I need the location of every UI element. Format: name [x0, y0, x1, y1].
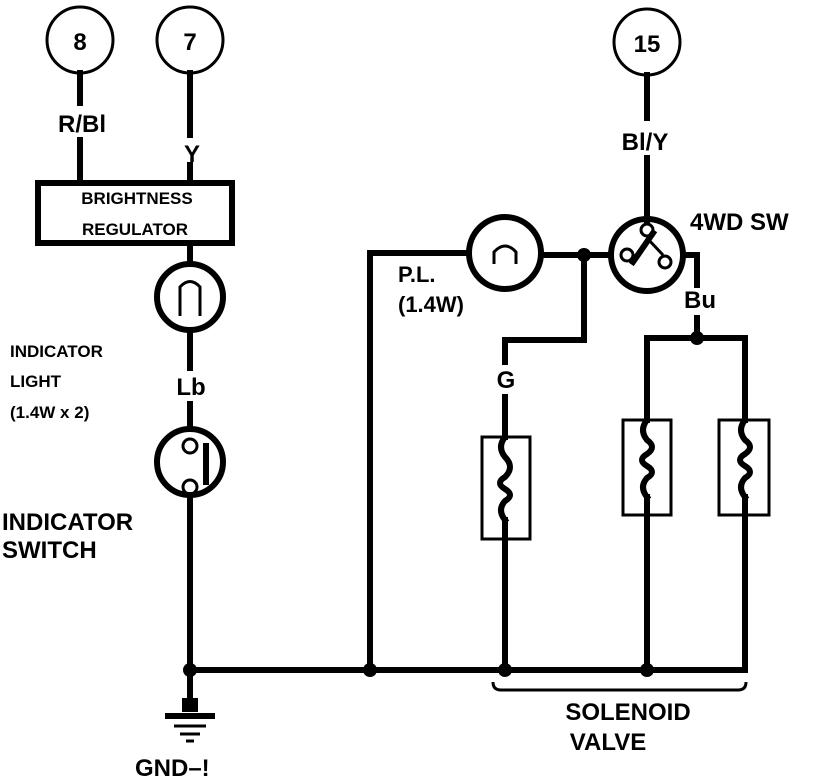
- brightness-regulator-line2: REGULATOR: [82, 220, 188, 239]
- pilot-light-bulb: [466, 214, 544, 292]
- indicator-switch: [154, 426, 226, 498]
- four-wd-switch-label: 4WD SW: [690, 209, 789, 236]
- wire-label-bl-y: Bl/Y: [622, 129, 669, 156]
- indicator-light-label-line3: (1.4W x 2): [10, 403, 89, 422]
- wire-label-bu: Bu: [684, 287, 716, 314]
- solenoid-valve-label-line2: VALVE: [570, 729, 646, 756]
- connector-7-label: 7: [183, 29, 196, 56]
- connector-8: 8: [45, 5, 115, 75]
- brightness-regulator: BRIGHTNESS REGULATOR: [35, 180, 235, 246]
- connector-8-label: 8: [73, 29, 86, 56]
- connector-15: 15: [612, 7, 682, 77]
- indicator-switch-label-line2: SWITCH: [2, 537, 97, 564]
- connector-7: 7: [155, 5, 225, 75]
- solenoid-valve-label-line1: SOLENOID: [565, 699, 690, 726]
- wire-g-upper: [502, 252, 587, 365]
- wire-bu-upper: [680, 252, 700, 288]
- brightness-regulator-line1: BRIGHTNESS: [81, 189, 192, 208]
- indicator-light-label-line2: LIGHT: [10, 372, 62, 391]
- junction-node: [690, 331, 704, 345]
- wire-label-lb: Lb: [176, 374, 205, 401]
- ground-label: GND–!: [135, 755, 210, 780]
- solenoid-valve-bracket: [491, 681, 748, 692]
- wire-label-r-bl: R/Bl: [58, 111, 106, 138]
- junction-node: [183, 663, 197, 677]
- pilot-light-label-line2: (1.4W): [398, 292, 464, 317]
- connector-15-label: 15: [634, 31, 661, 58]
- pilot-light-label-line1: P.L.: [398, 262, 436, 287]
- indicator-light-bulb: [154, 261, 226, 333]
- wire-label-g: G: [497, 367, 516, 394]
- indicator-switch-label-line1: INDICATOR: [2, 509, 133, 536]
- wire-label-y: Y: [184, 141, 200, 168]
- four-wd-switch: [608, 216, 686, 294]
- indicator-light-label-line1: INDICATOR: [10, 342, 103, 361]
- ground-symbol: [165, 698, 215, 743]
